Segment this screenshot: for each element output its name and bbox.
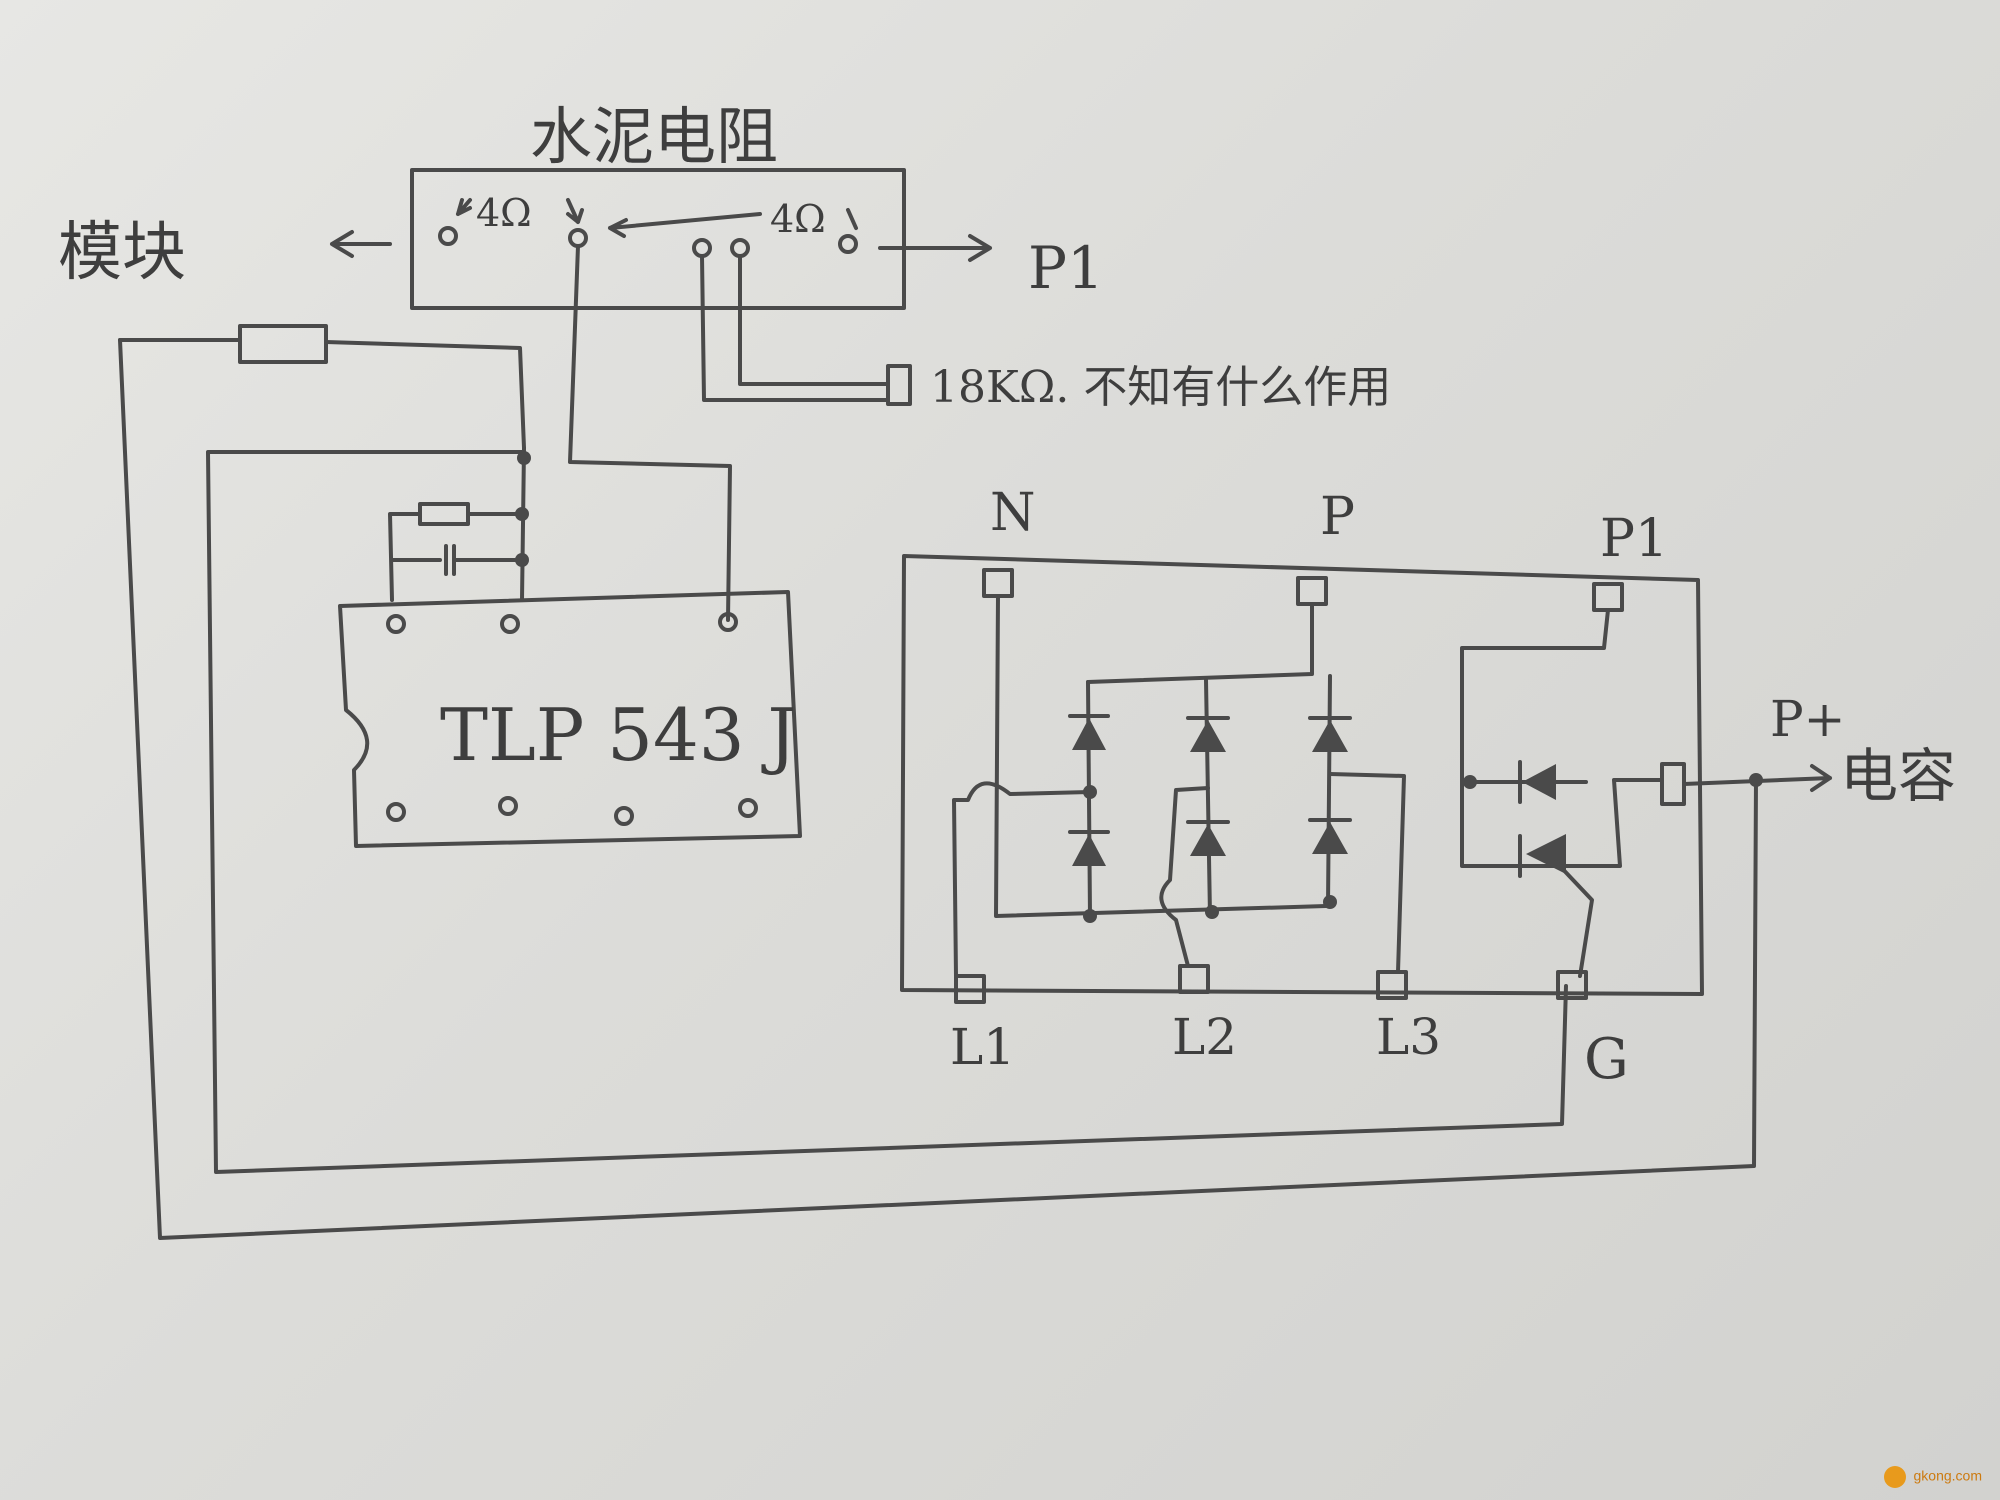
resistor-18k xyxy=(886,364,912,406)
arrow-r2-left xyxy=(608,212,762,238)
terminal-g xyxy=(1556,970,1588,1000)
resistor-terminal-left xyxy=(438,226,458,246)
p-plus-node xyxy=(1749,773,1763,787)
wire-scr-loop xyxy=(1460,608,1662,868)
resistor-terminal-mid xyxy=(568,228,588,248)
r18k-note: 18KΩ. 不知有什么作用 xyxy=(930,362,1391,413)
rc-capacitor xyxy=(444,544,456,576)
ic-pin-bottom-1 xyxy=(386,802,406,822)
terminal-l2 xyxy=(1178,964,1210,994)
label-p1: P1 xyxy=(1600,509,1668,569)
terminal-p xyxy=(1296,576,1328,606)
cement-resistor-box xyxy=(410,168,906,310)
wire-18k-b xyxy=(738,254,890,386)
resistor-terminal-a xyxy=(692,238,712,258)
node-2 xyxy=(1205,905,1219,919)
module-label: 模块 xyxy=(58,216,186,290)
p-plus-label: P+ xyxy=(1770,690,1846,748)
label-g: G xyxy=(1584,1027,1629,1092)
wire-n-bus xyxy=(994,594,1328,918)
wire-l2 xyxy=(1159,786,1210,968)
wire-resistor-right xyxy=(324,340,526,450)
ic-pin-bottom-3 xyxy=(614,806,634,826)
gear-icon xyxy=(1883,1466,1906,1488)
rectifier-module-box xyxy=(900,554,1704,996)
diode-3a xyxy=(1312,720,1348,752)
junction-1 xyxy=(517,451,531,465)
wire-p-bus xyxy=(1086,602,1314,684)
ic-pin-top-1 xyxy=(386,614,406,634)
bridge-column-3 xyxy=(1326,674,1332,908)
label-n: N xyxy=(990,483,1036,543)
label-p: P xyxy=(1320,487,1355,547)
resistor-terminal-right xyxy=(838,234,858,254)
node-1b xyxy=(1083,909,1097,923)
rc-resistor xyxy=(418,502,470,526)
terminal-n xyxy=(982,568,1014,598)
wire-rc-vertical xyxy=(520,446,526,602)
terminal-l1 xyxy=(954,974,986,1004)
arrow-r2-right xyxy=(846,208,858,230)
arrow-to-module xyxy=(330,230,392,258)
node-3 xyxy=(1323,895,1337,909)
arrow-to-p1 xyxy=(878,234,992,262)
resistor-terminal-b xyxy=(730,238,750,258)
thyristor-gate xyxy=(1518,834,1594,978)
series-resistor xyxy=(238,324,328,364)
wire-18k-a xyxy=(700,254,890,402)
scr-node xyxy=(1463,775,1477,789)
wire-outer-loop xyxy=(118,338,1758,1240)
capacitor-label: 电容 xyxy=(1840,742,1956,810)
diode-3b xyxy=(1312,822,1348,854)
terminal-p1 xyxy=(1592,582,1624,612)
wire-mid-to-ic xyxy=(568,244,732,622)
ic-pin-bottom-2 xyxy=(498,796,518,816)
label-l1: L1 xyxy=(950,1018,1015,1076)
cement-resistor-label: 水泥电阻 xyxy=(530,100,778,173)
diode-2b xyxy=(1190,824,1226,856)
terminal-l3 xyxy=(1376,970,1408,1000)
r2-value-label: 4Ω xyxy=(770,197,826,241)
arrow-r1-left xyxy=(456,198,472,216)
p1-output-label: P1 xyxy=(1028,234,1104,302)
anti-parallel-diode xyxy=(1522,764,1556,800)
diode-2a xyxy=(1190,720,1226,752)
terminal-p-plus xyxy=(1660,762,1686,806)
ic-pin-top-3 xyxy=(718,612,738,632)
label-l3: L3 xyxy=(1376,1008,1441,1066)
ic-body xyxy=(338,590,802,848)
wire-rc-resistor xyxy=(388,512,524,602)
watermark: gkong.com xyxy=(1883,1466,1982,1488)
ic-pin-top-2 xyxy=(500,614,520,634)
r1-value-label: 4Ω xyxy=(476,191,532,235)
ic-label: TLP 543 J xyxy=(440,693,796,777)
label-l2: L2 xyxy=(1172,1008,1237,1066)
ic-pin-bottom-4 xyxy=(738,798,758,818)
wire-inner-loop xyxy=(206,450,1568,1174)
bridge-column-2 xyxy=(1204,678,1212,918)
wire-l3 xyxy=(1328,772,1406,974)
arrow-r1-right xyxy=(566,198,584,224)
diode-1b xyxy=(1072,834,1106,866)
diode-1a xyxy=(1072,718,1106,750)
watermark-text: gkong.com xyxy=(1913,1467,1982,1484)
wire-l1 xyxy=(952,781,1092,978)
